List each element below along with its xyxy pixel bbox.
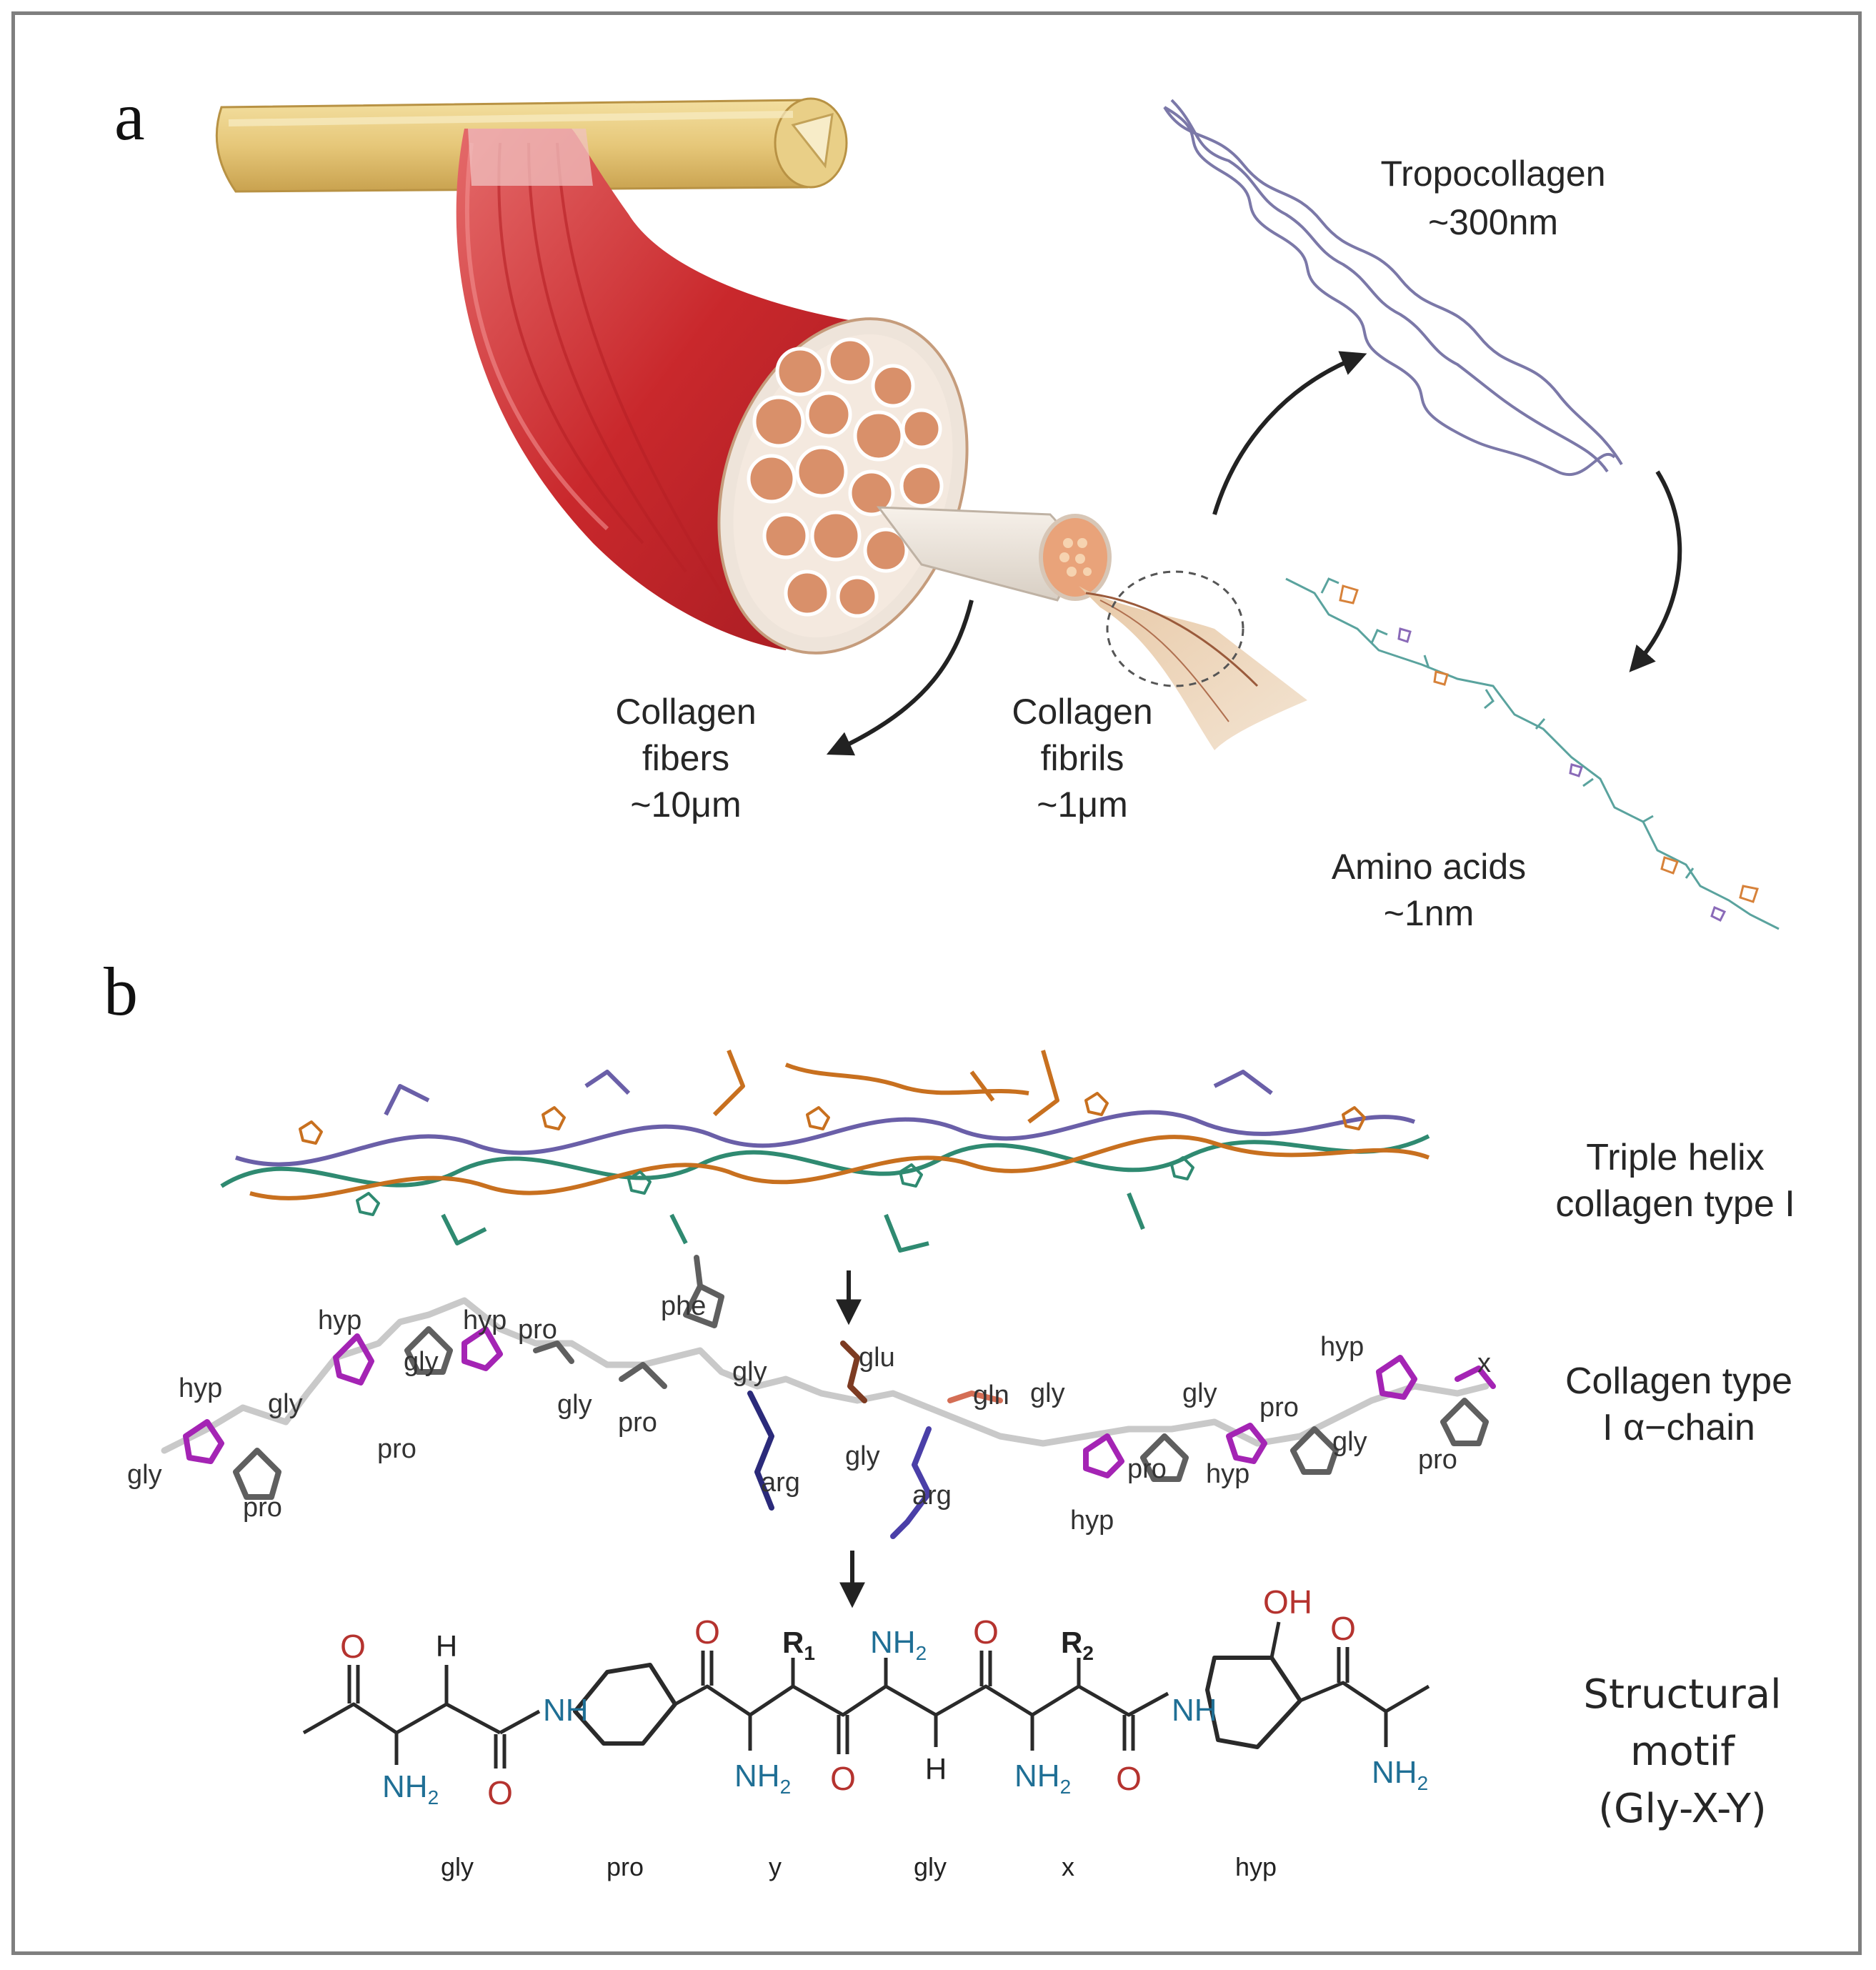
- residue-gln: gln: [973, 1381, 1009, 1411]
- figure-frame: [11, 11, 1862, 1955]
- motif-label-hyp: hyp: [1235, 1852, 1277, 1881]
- residue-hyp-6: hyp: [1320, 1332, 1364, 1362]
- atom-nh2-a: NH2: [382, 1769, 439, 1809]
- atom-nh2-b: NH2: [734, 1758, 791, 1798]
- residue-phe: phe: [661, 1291, 706, 1321]
- motif-label-pro: pro: [607, 1852, 644, 1881]
- residue-hyp-4: hyp: [1070, 1506, 1114, 1536]
- residue-gly-2: gly: [268, 1389, 303, 1419]
- atom-nh-ring-1: NH: [543, 1693, 589, 1728]
- residue-labels: gly hyp pro gly hyp pro gly hyp pro gly …: [127, 1291, 1491, 1536]
- atom-h-1: H: [436, 1629, 457, 1663]
- residue-hyp-1: hyp: [179, 1373, 222, 1403]
- atom-r2: R2: [1061, 1626, 1094, 1664]
- atom-o-1: O: [340, 1628, 366, 1665]
- residue-gly-3: gly: [404, 1347, 439, 1377]
- arrow-to-tropocollagen: [1212, 351, 1367, 515]
- fibrils-label-line1: Collagen: [1012, 692, 1152, 732]
- motif-label-y: y: [769, 1852, 782, 1881]
- motif-label-line3: (Gly-X-Y): [1598, 1786, 1767, 1832]
- residue-gly-6: gly: [845, 1441, 880, 1471]
- atom-nh2-c: NH2: [870, 1625, 927, 1664]
- atom-h-2: H: [925, 1752, 947, 1786]
- atom-o-6: O: [1116, 1760, 1142, 1797]
- residue-gly-8: gly: [1182, 1378, 1217, 1408]
- atom-r1: R1: [782, 1626, 815, 1664]
- structural-motif: [302, 1621, 1430, 1768]
- residue-gly-9: gly: [1332, 1427, 1367, 1457]
- atom-o-3: O: [694, 1613, 720, 1651]
- fibers-label-line2: fibers: [642, 738, 729, 778]
- motif-residue-labels: gly pro y gly x hyp: [441, 1852, 1277, 1881]
- atom-nh2-d: NH2: [1014, 1758, 1071, 1798]
- residue-pro-7: pro: [1418, 1445, 1457, 1475]
- fibers-size: ~10μm: [630, 785, 741, 825]
- amino-acids-label: Amino acids: [1332, 847, 1526, 887]
- atom-o-4: O: [830, 1760, 856, 1797]
- residue-pro-6: pro: [1259, 1393, 1299, 1423]
- motif-atoms: O H NH2 NH O O R1 NH2 NH2 O O H R2 NH2 O…: [340, 1583, 1428, 1811]
- residue-hyp-3: hyp: [463, 1305, 507, 1335]
- atom-nh-ring-2: NH: [1172, 1693, 1217, 1728]
- residue-hyp-5: hyp: [1206, 1459, 1249, 1489]
- residue-gly-7: gly: [1030, 1378, 1065, 1408]
- residue-hyp-2: hyp: [318, 1305, 361, 1335]
- fibrils-label-line2: fibrils: [1041, 738, 1124, 778]
- arrow-to-amino-acids: [1629, 470, 1682, 672]
- residue-arg-2: arg: [912, 1481, 952, 1511]
- fibril-cylinder: [876, 506, 1307, 750]
- fiber-cross-section: [717, 317, 969, 655]
- residue-pro-4: pro: [618, 1408, 657, 1438]
- atom-o-7: O: [1330, 1610, 1356, 1647]
- motif-label-line1: Structural: [1583, 1671, 1781, 1718]
- arrow-to-fibers: [826, 600, 974, 756]
- alpha-chain-model: [161, 1255, 1496, 1539]
- motif-label-gly-2: gly: [914, 1852, 947, 1881]
- panel-a-letter: a: [114, 78, 145, 154]
- fibrils-size: ~1μm: [1037, 785, 1127, 825]
- fibers-label-line1: Collagen: [615, 692, 756, 732]
- amino-acids-size: ~1nm: [1384, 893, 1474, 933]
- tropocollagen-size: ~300nm: [1428, 202, 1558, 242]
- residue-gly-5: gly: [732, 1357, 767, 1387]
- panel-b-letter: b: [104, 953, 138, 1030]
- tropocollagen-helix: [1163, 99, 1623, 477]
- residue-pro-5: pro: [1127, 1454, 1167, 1484]
- motif-label-x: x: [1062, 1852, 1074, 1881]
- residue-arg-1: arg: [761, 1468, 800, 1498]
- atom-o-2: O: [487, 1774, 513, 1811]
- residue-pro-1: pro: [243, 1493, 282, 1523]
- motif-label-gly-1: gly: [441, 1852, 474, 1881]
- triple-helix-label-line2: collagen type I: [1555, 1183, 1795, 1225]
- tropocollagen-label: Tropocollagen: [1380, 154, 1605, 194]
- residue-glu: glu: [859, 1343, 895, 1373]
- atom-o-5: O: [973, 1613, 999, 1651]
- panel-a: a: [114, 78, 1780, 933]
- residue-pro-3: pro: [518, 1315, 557, 1345]
- residue-x: x: [1477, 1348, 1491, 1378]
- atom-oh: OH: [1263, 1583, 1312, 1621]
- amino-acid-chain: [1285, 577, 1780, 930]
- triple-helix-label-line1: Triple helix: [1586, 1137, 1765, 1178]
- residue-gly-4: gly: [557, 1390, 592, 1420]
- residue-gly-1: gly: [127, 1460, 162, 1490]
- motif-label-line2: motif: [1630, 1728, 1735, 1775]
- atom-nh2-e: NH2: [1372, 1755, 1428, 1794]
- residue-pro-2: pro: [377, 1434, 416, 1464]
- alpha-chain-label-line1: Collagen type: [1565, 1360, 1792, 1402]
- panel-b: b: [104, 953, 1795, 1881]
- alpha-chain-label-line2: I α−chain: [1602, 1407, 1755, 1448]
- triple-helix-model: [220, 1049, 1430, 1253]
